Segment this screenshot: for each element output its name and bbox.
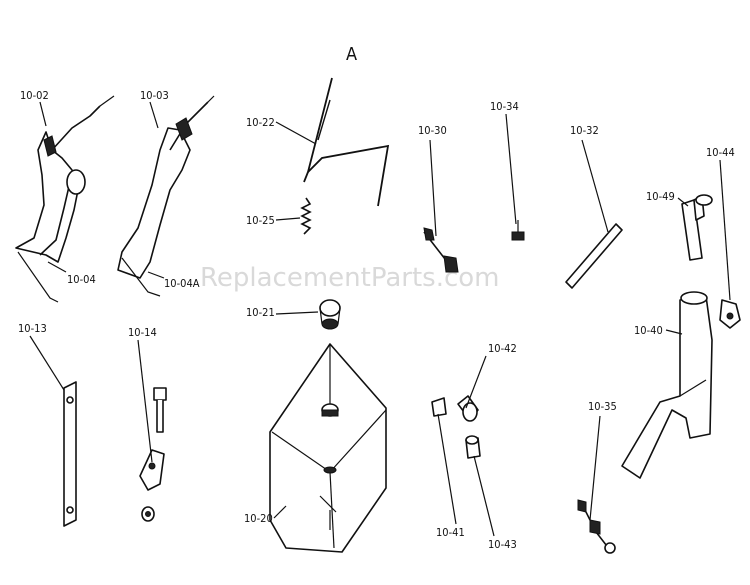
label-10-34: 10-34	[490, 100, 519, 113]
leader-10-25	[275, 217, 301, 221]
leader-10-32	[581, 139, 609, 233]
label-10-30: 10-30	[418, 124, 447, 137]
label-10-25: 10-25	[246, 214, 275, 227]
label-10-42: 10-42	[488, 342, 517, 355]
label-10-14: 10-14	[128, 326, 157, 339]
part-10-21-cap	[319, 299, 341, 330]
part-10-40-tube-housing	[621, 291, 713, 479]
part-10-30-screw	[423, 227, 459, 273]
label-10-04: 10-04	[67, 273, 96, 286]
leader-10-30	[429, 139, 437, 237]
arrow-mark-a: A	[346, 44, 357, 65]
leader-10-35	[589, 415, 601, 521]
label-10-49: 10-49	[646, 190, 675, 203]
leader-10-42	[465, 355, 487, 409]
label-10-02: 10-02	[20, 89, 49, 102]
leader-10-43	[473, 455, 495, 537]
leader-10-34	[505, 113, 517, 225]
part-10-42-elbow	[457, 395, 479, 422]
part-10-32-rod	[565, 223, 623, 289]
part-10-43-coupling	[465, 435, 481, 459]
leader-10-20	[273, 505, 287, 519]
leader-10-02	[39, 101, 47, 127]
leader-10-21	[275, 311, 319, 315]
leader-10-03	[149, 101, 159, 129]
part-10-34-small-screw	[511, 220, 525, 241]
leader-10-04a	[147, 271, 165, 279]
label-10-32: 10-32	[570, 124, 599, 137]
part-10-35-linkage	[577, 499, 616, 554]
part-10-14-bolt-bracket	[139, 387, 167, 522]
part-10-44-clip	[719, 299, 741, 329]
part-10-20-oil-tank	[269, 343, 387, 553]
label-10-13: 10-13	[18, 322, 47, 335]
part-10-22-wire-bracket	[303, 77, 390, 207]
label-10-43: 10-43	[488, 538, 517, 551]
label-10-22: 10-22	[246, 116, 275, 129]
label-10-21: 10-21	[246, 306, 275, 319]
part-10-25-spring	[300, 197, 312, 235]
leader-10-13	[29, 335, 65, 391]
leader-10-40	[665, 329, 683, 335]
label-10-04A: 10-04A	[164, 277, 200, 290]
label-10-44: 10-44	[706, 146, 735, 159]
label-10-41: 10-41	[436, 526, 465, 539]
label-10-35: 10-35	[588, 400, 617, 413]
leader-10-22	[275, 121, 317, 145]
label-10-03: 10-03	[140, 89, 169, 102]
leader-10-49	[677, 197, 689, 207]
part-10-49-elbow-tube	[681, 194, 713, 261]
part-10-41-fitting	[431, 397, 447, 417]
part-10-02-presser-assembly	[15, 95, 115, 303]
part-10-13-plate	[63, 381, 77, 527]
leader-10-41	[437, 413, 457, 525]
label-10-20: 10-20	[244, 512, 273, 525]
part-10-03-presser-assembly	[117, 95, 215, 297]
leader-10-44	[719, 159, 731, 301]
leader-10-14	[137, 339, 153, 463]
label-10-40: 10-40	[634, 324, 663, 337]
leader-10-04	[47, 261, 67, 273]
